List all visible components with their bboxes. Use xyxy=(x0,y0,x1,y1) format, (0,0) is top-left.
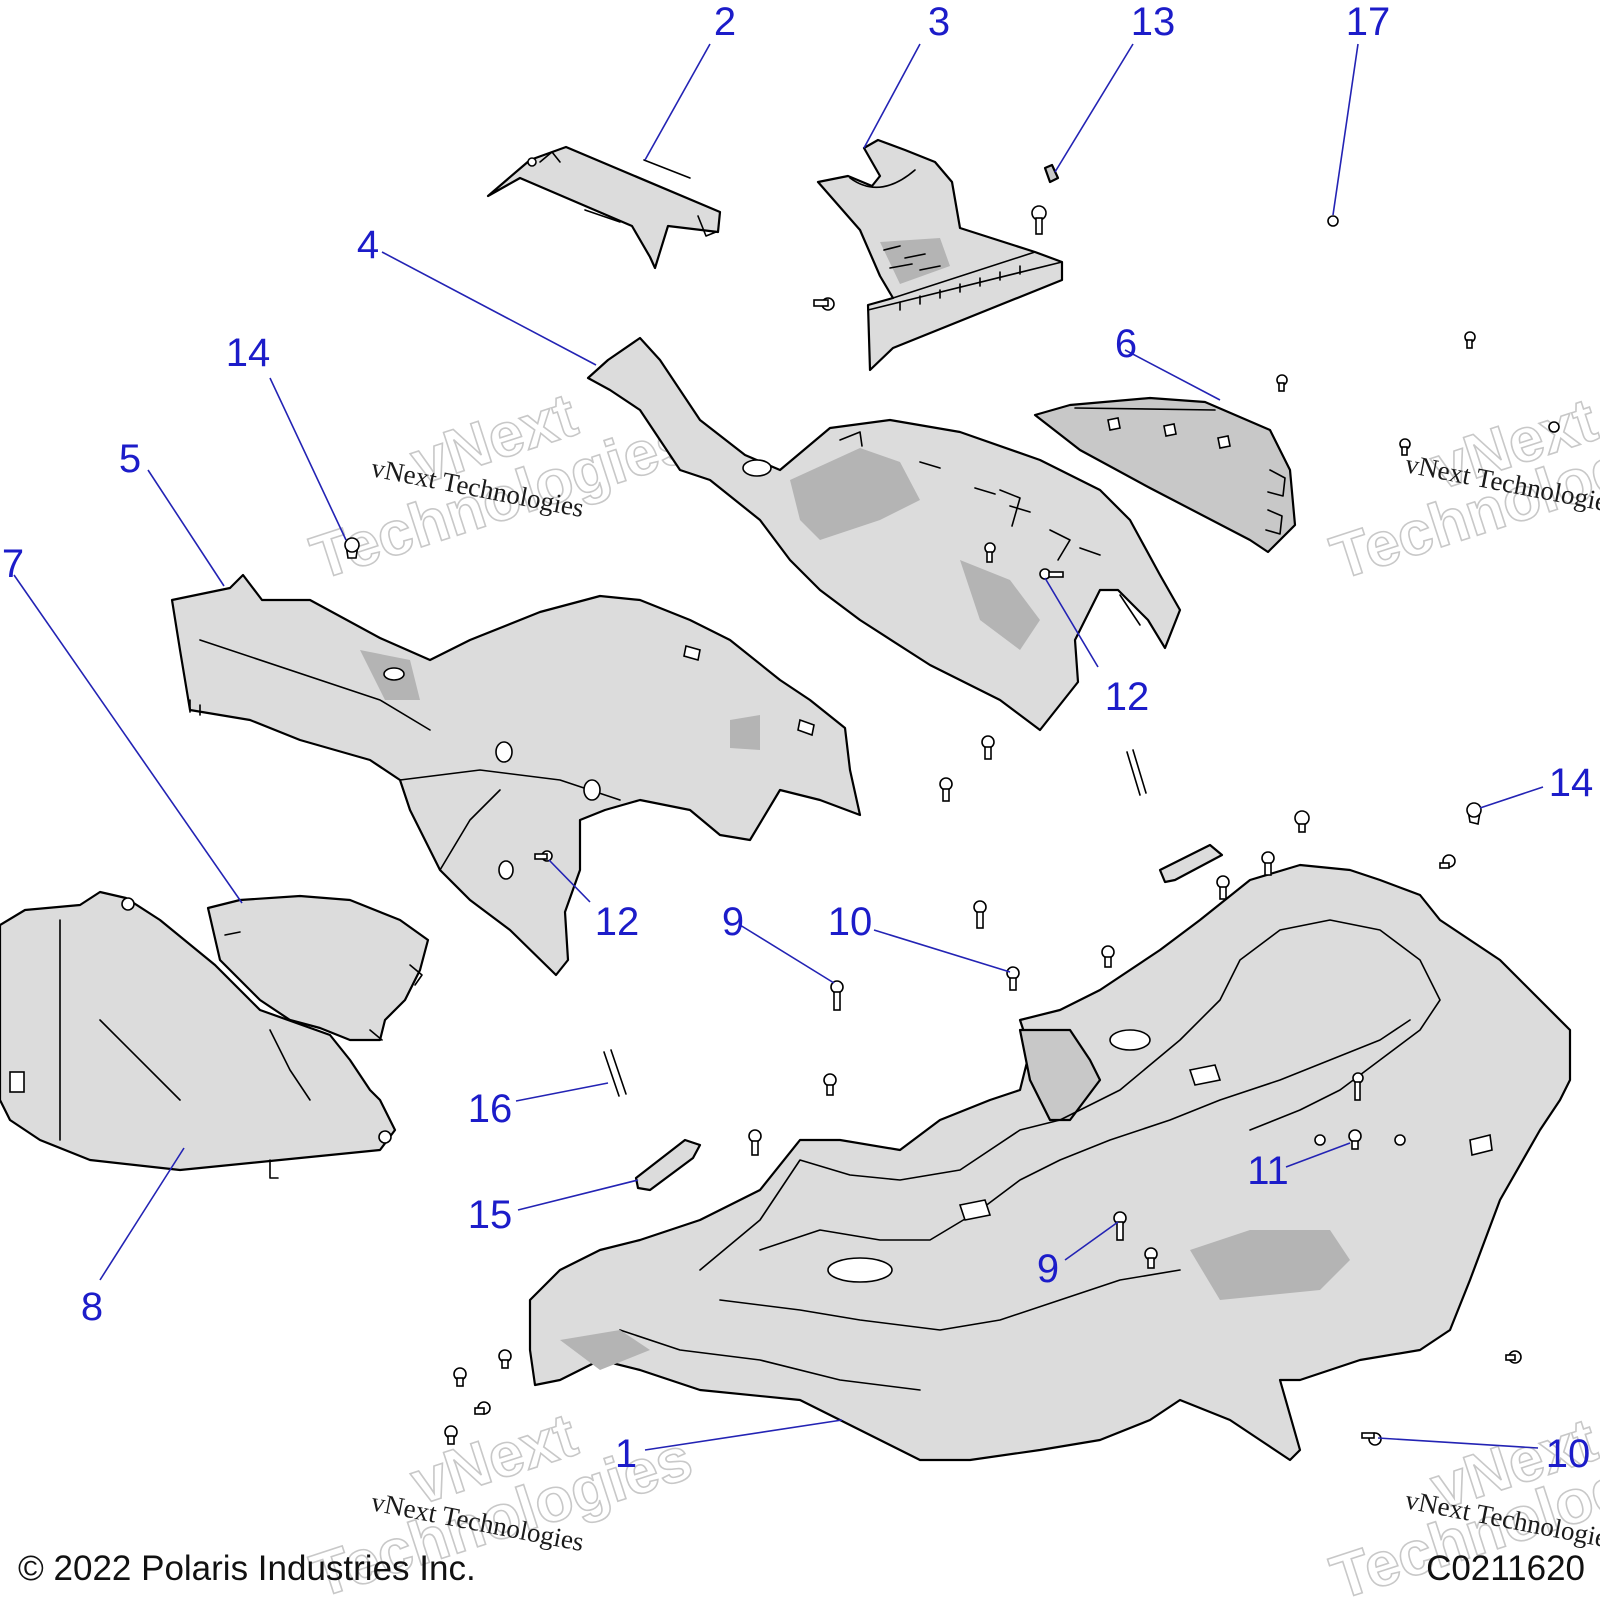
part-6-panel xyxy=(1033,396,1297,554)
screw-fastener xyxy=(1144,1247,1158,1269)
callout-14-right: 14 xyxy=(1549,761,1594,805)
screw-fastener xyxy=(813,297,835,311)
leader-lines xyxy=(13,43,1544,1451)
callout-16: 16 xyxy=(468,1087,513,1131)
screw-fastener-12 xyxy=(1039,568,1064,580)
screw-fastener xyxy=(444,1425,458,1445)
push-rivet-14 xyxy=(1466,802,1482,825)
part-2-panel xyxy=(486,145,722,270)
pin-fastener xyxy=(1126,749,1147,796)
screw-fastener xyxy=(748,1129,762,1156)
push-rivet-14 xyxy=(344,537,360,559)
screw-fastener xyxy=(1464,331,1476,349)
callout-13: 13 xyxy=(1131,0,1176,44)
screw-fastener-10 xyxy=(1361,1432,1382,1446)
part-8-panel xyxy=(0,890,397,1179)
callout-11: 11 xyxy=(1247,1149,1289,1193)
screw-fastener xyxy=(1101,945,1115,968)
callout-8: 8 xyxy=(81,1285,103,1329)
screw-fastener xyxy=(939,777,953,802)
callout-12-left: 12 xyxy=(595,900,640,944)
drawing-code: C0211620 xyxy=(1426,1549,1585,1588)
screw-fastener-12 xyxy=(534,850,553,862)
screw-fastener xyxy=(1261,851,1275,876)
callout-17: 17 xyxy=(1346,0,1391,44)
callout-3: 3 xyxy=(928,0,950,44)
callout-10-top: 10 xyxy=(828,900,873,944)
callout-7: 7 xyxy=(2,542,24,586)
screw-fastener xyxy=(1276,374,1288,392)
screw-fastener xyxy=(981,735,995,760)
copyright-text: © 2022 Polaris Industries Inc. xyxy=(18,1549,476,1588)
bracket-15 xyxy=(634,1138,702,1192)
screw-fastener xyxy=(474,1401,491,1415)
screw-fastener xyxy=(453,1367,467,1387)
screw-fastener xyxy=(498,1349,512,1369)
screw-fastener xyxy=(823,1073,837,1096)
screw-fastener xyxy=(1031,205,1047,235)
part-7-panel xyxy=(206,894,430,1042)
callout-9-top: 9 xyxy=(722,900,744,944)
callout-1: 1 xyxy=(615,1432,637,1476)
callout-9-bottom: 9 xyxy=(1037,1247,1059,1291)
pin-fastener-16 xyxy=(603,1049,627,1097)
screw-fastener xyxy=(973,900,987,929)
screw-fastener-9 xyxy=(1113,1211,1127,1241)
screw-fastener xyxy=(1216,875,1230,900)
screw-fastener-11 xyxy=(1348,1129,1362,1150)
screw-fastener-9 xyxy=(830,980,844,1011)
screw-fastener xyxy=(984,542,996,563)
callout-15: 15 xyxy=(468,1193,513,1237)
callout-6: 6 xyxy=(1115,322,1137,366)
clip-bracket xyxy=(1158,843,1224,884)
callout-14-top: 14 xyxy=(226,331,271,375)
screw-fastener xyxy=(1294,810,1310,833)
part-1-rack xyxy=(528,863,1572,1462)
callout-12-right: 12 xyxy=(1105,675,1150,719)
clip-fastener-17 xyxy=(1327,215,1339,227)
screw-fastener xyxy=(1505,1350,1522,1364)
part-4-cover xyxy=(586,336,1182,732)
callout-2: 2 xyxy=(714,0,736,44)
part-3-bracket xyxy=(816,138,1064,372)
screw-fastener-10 xyxy=(1006,966,1020,991)
screw-fastener xyxy=(1352,1072,1364,1101)
fasteners-group xyxy=(344,163,1560,1446)
callout-labels: 2 3 13 17 4 6 14 5 7 12 14 12 9 10 16 11… xyxy=(2,0,1593,1476)
part-5-frame xyxy=(170,573,862,977)
callout-10-bottom: 10 xyxy=(1546,1432,1591,1476)
callout-5: 5 xyxy=(119,437,141,481)
screw-fastener xyxy=(1439,854,1456,869)
callout-4: 4 xyxy=(357,223,379,267)
screw-fastener xyxy=(1399,438,1411,456)
clip-fastener-13 xyxy=(1043,163,1060,184)
screw-fastener xyxy=(1548,421,1560,433)
